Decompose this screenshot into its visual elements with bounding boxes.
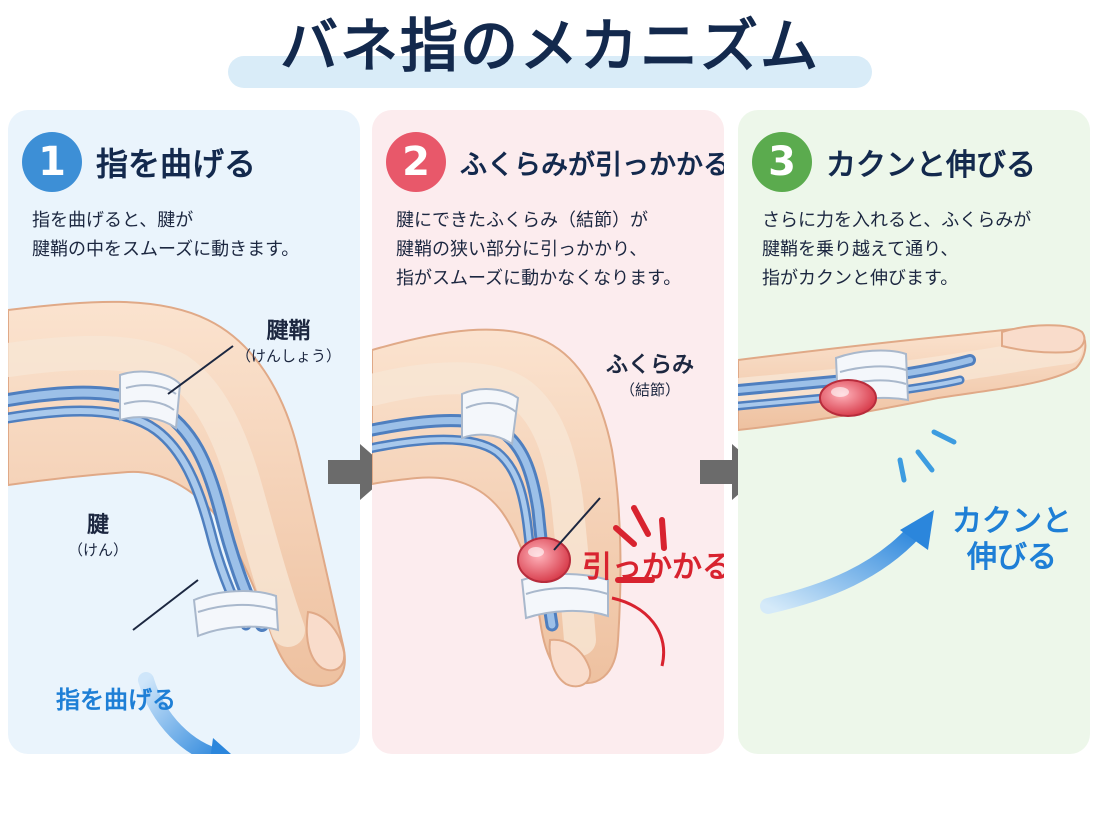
step-number-badge: 1	[22, 132, 82, 192]
tendon-sheath	[461, 388, 609, 620]
extend-arrow-icon	[760, 522, 924, 614]
catch-spark-icon	[613, 505, 667, 583]
snap-spark-icon	[897, 429, 957, 483]
straight-finger-illustration	[738, 324, 1087, 614]
step-description: さらに力を入れると、ふくらみが 腱鞘を乗り越えて通り、 指がカクンと伸びます。	[762, 206, 1082, 293]
step-header-3: 3 カクンと伸びる	[752, 130, 1036, 194]
nodule	[517, 537, 571, 583]
step-number-badge: 3	[752, 132, 812, 192]
fingernail	[1001, 324, 1086, 354]
tendon-sheath	[119, 370, 280, 638]
step-header-1: 1 指を曲げる	[22, 130, 256, 194]
step-panel-2: 2 ふくらみが引っかかる 腱にできたふくらみ（結節）が 腱鞘の狭い部分に引っかか…	[372, 110, 724, 754]
bent-finger-illustration	[8, 300, 346, 754]
fingernail	[548, 638, 592, 688]
catching-finger-illustration	[372, 328, 667, 688]
nodule-label: ふくらみ （結節）	[606, 353, 695, 399]
step-panel-3: 3 カクンと伸びる さらに力を入れると、ふくらみが 腱鞘を乗り越えて通り、 指が…	[738, 110, 1090, 754]
description-line: 腱鞘の狭い部分に引っかかり、	[396, 239, 648, 260]
description-line: 腱にできたふくらみ（結節）が	[396, 210, 648, 231]
sheath-label: 腱鞘 （けんしょう）	[236, 319, 342, 365]
fingernail	[305, 610, 346, 672]
description-line: 指を曲げると、腱が	[32, 210, 194, 231]
page-title: バネ指のメカニズム	[279, 12, 820, 80]
title-underline-band	[228, 56, 872, 88]
description-line: 指がスムーズに動かなくなります。	[396, 268, 682, 289]
step-number-badge: 2	[386, 132, 446, 192]
description-line: さらに力を入れると、ふくらみが	[762, 210, 1032, 231]
title-area: バネ指のメカニズム	[0, 0, 1100, 100]
step-title: ふくらみが引っかかる	[460, 149, 724, 181]
step-header-2: 2 ふくらみが引っかかる	[386, 130, 724, 194]
step-description: 腱にできたふくらみ（結節）が 腱鞘の狭い部分に引っかかり、 指がスムーズに動かな…	[396, 206, 716, 293]
flex-action-label: 指を曲げる	[56, 686, 176, 714]
catch-label: 引っかかる	[582, 550, 724, 585]
step-title: 指を曲げる	[96, 145, 257, 183]
step-description: 指を曲げると、腱が 腱鞘の中をスムーズに動きます。	[32, 206, 352, 264]
step-panel-1: 1 指を曲げる 指を曲げると、腱が 腱鞘の中をスムーズに動きます。	[8, 110, 360, 754]
description-line: 腱鞘を乗り越えて通り、	[762, 239, 959, 260]
catch-pointer	[611, 596, 665, 667]
flex-arrow-icon	[138, 672, 229, 754]
description-line: 腱鞘の中をスムーズに動きます。	[32, 239, 300, 260]
step-title: カクンと伸びる	[826, 148, 1036, 183]
tendon-label: 腱 （けん）	[68, 513, 129, 559]
snap-label: カクンと 伸びる	[952, 504, 1072, 575]
description-line: 指がカクンと伸びます。	[762, 268, 959, 289]
nodule	[819, 379, 877, 417]
